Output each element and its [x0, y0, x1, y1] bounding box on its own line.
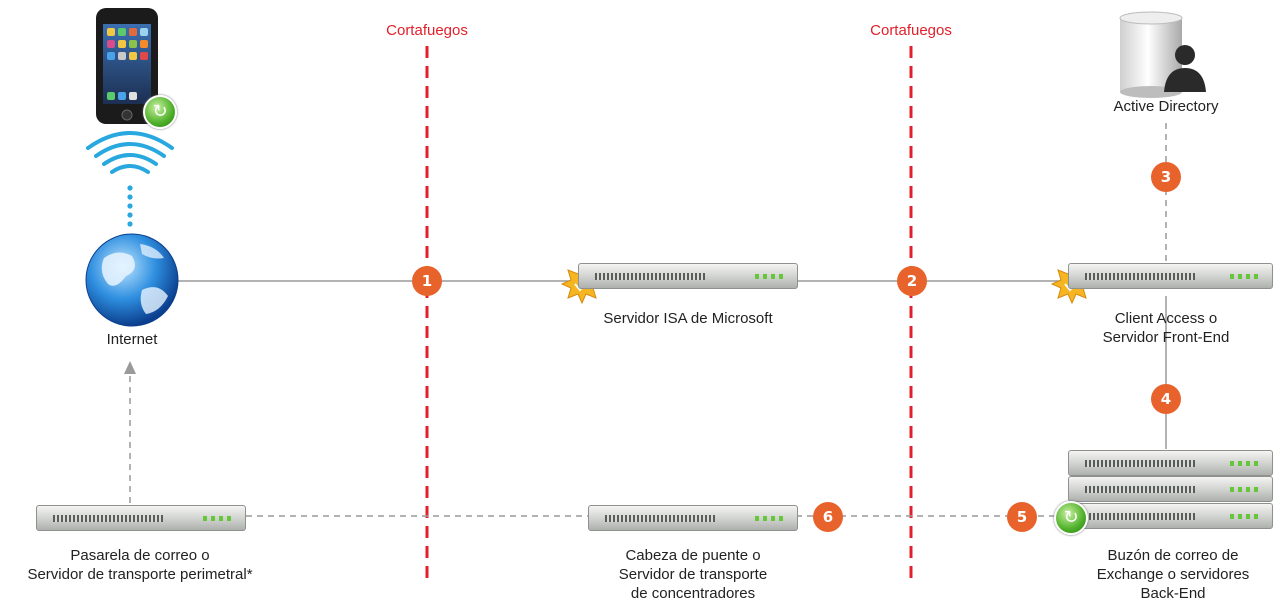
label-internet: Internet [106, 331, 158, 348]
sync-icon: ↻ [1054, 501, 1088, 535]
label-active-directory: Active Directory [1113, 98, 1219, 115]
mailbox-server-2 [1068, 476, 1273, 502]
arrow-head-icon [124, 361, 136, 374]
firewall-label-2: Cortafuegos [870, 22, 952, 39]
label-bridgehead: Cabeza de puente o Servidor de transport… [618, 547, 768, 602]
mailbox-server-3 [1068, 503, 1273, 529]
step-badge-5: 5 [1007, 502, 1037, 532]
label-isa: Servidor ISA de Microsoft [603, 310, 773, 327]
mail-gateway-server [36, 505, 246, 531]
iphone-icon [96, 8, 158, 124]
directory-icon [1119, 11, 1206, 98]
label-mail-gateway: Pasarela de correo o Servidor de transpo… [27, 547, 253, 583]
sync-icon: ↻ [143, 95, 177, 129]
step-badge-2: 2 [897, 266, 927, 296]
step-badge-1: 1 [412, 266, 442, 296]
wifi-icon [86, 131, 174, 174]
client-access-server [1068, 263, 1273, 289]
firewall-label-1: Cortafuegos [386, 22, 468, 39]
step-badge-6: 6 [813, 502, 843, 532]
bridgehead-server [588, 505, 798, 531]
globe-icon [85, 233, 179, 327]
step-badge-4: 4 [1151, 384, 1181, 414]
mailbox-server-1 [1068, 450, 1273, 476]
wifi-dots [127, 185, 133, 227]
label-mailbox: Buzón de correo de Exchange o servidores… [1096, 547, 1250, 602]
label-client-access: Client Access o Servidor Front-End [1102, 310, 1230, 346]
step-badge-3: 3 [1151, 162, 1181, 192]
isa-server [578, 263, 798, 289]
